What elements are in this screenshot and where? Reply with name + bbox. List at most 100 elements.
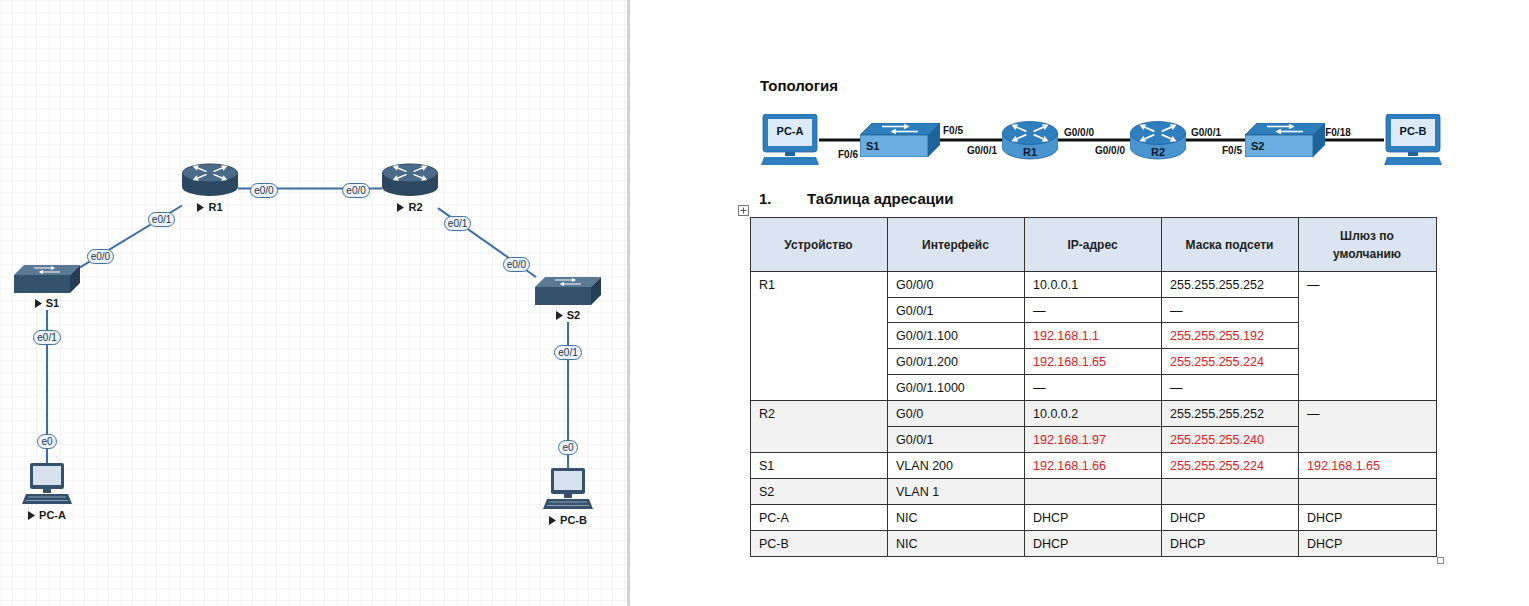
eve-pc-icon: [22, 463, 72, 505]
table-cell-slot: 255.255.255.192: [1170, 326, 1264, 344]
iface-pill: e0/0: [503, 257, 530, 272]
table-header-slot: Маска подсети: [1174, 235, 1286, 253]
node-caption: R2: [382, 200, 438, 214]
table-cell-slot: 255.255.255.252: [1170, 404, 1264, 422]
table-cell-slot: DHCP: [1170, 508, 1205, 526]
table-cell-box: [1162, 349, 1299, 375]
table-cell-box: [1299, 218, 1437, 272]
table-cell: —: [1307, 407, 1320, 421]
iface-pill: e0: [558, 440, 577, 455]
pc-monitor: [551, 468, 585, 494]
table-cell-slot: G0/0/1: [896, 430, 934, 448]
eve-switch-node: S1: [14, 265, 80, 310]
eve-router-icon: [382, 163, 438, 197]
table-cell: PC-A: [759, 511, 789, 525]
table-cell-box: [1025, 427, 1162, 453]
table-cell-slot: —: [1033, 301, 1046, 319]
eve-router-icon: [182, 163, 238, 197]
table-header: Шлюз по умолчанию: [1333, 229, 1401, 261]
table-cell-slot: 255.255.255.240: [1170, 430, 1264, 448]
table-cell: 255.255.255.192: [1170, 329, 1264, 343]
pc-screen: [1391, 119, 1435, 146]
pt-router-node: R2: [1130, 120, 1186, 160]
iface-pill: e0: [37, 434, 56, 449]
eve-switch-icon: [14, 265, 80, 293]
table-cell-slot: 255.255.255.252: [1170, 275, 1264, 293]
table-cell-slot: VLAN 1: [896, 482, 939, 500]
pt-pc-icon: [1384, 114, 1442, 166]
table-cell: VLAN 1: [896, 485, 939, 499]
topology-cable: [940, 139, 1002, 142]
iface-pill: e0/1: [444, 216, 471, 231]
table-cell-slot: DHCP: [1170, 534, 1205, 552]
table-cell-box: [1025, 505, 1162, 531]
link-wire: [80, 206, 182, 268]
table-cell-slot: R2: [759, 404, 775, 422]
table-cell: 255.255.255.252: [1170, 407, 1264, 421]
eve-switch-icon: [535, 277, 601, 305]
table-cell-box: [1299, 401, 1437, 453]
iface-pill: e0/1: [33, 330, 60, 345]
device-name: S1: [46, 296, 59, 310]
switch-arrows: [34, 267, 60, 274]
iface-pill: e0/1: [148, 212, 175, 227]
router-top: [1131, 122, 1186, 145]
switch-front: [14, 275, 70, 293]
iface-pill-slot: e0/0: [342, 180, 369, 198]
table-cell: G0/0/1.100: [896, 329, 958, 343]
router-top: [383, 164, 438, 182]
device-name: R2: [408, 200, 422, 214]
device-name: S2: [1251, 140, 1264, 152]
switch-arrows: [1267, 125, 1303, 134]
table-header: Маска подсети: [1186, 238, 1274, 252]
table-cell-box: [1162, 531, 1299, 557]
table-cell-slot: 192.168.1.97: [1033, 430, 1106, 448]
table-cell-slot: —: [1307, 404, 1320, 422]
switch-top: [535, 277, 601, 287]
table-cell-slot: DHCP: [1307, 534, 1342, 552]
table-cell: —: [1307, 278, 1320, 292]
table-cell: R2: [759, 407, 775, 421]
table-cell-box: [888, 401, 1025, 427]
pc-monitor: [1386, 114, 1440, 152]
port-label-slot: G0/0/1: [967, 140, 997, 158]
node-caption: PC-A: [761, 125, 819, 138]
table-cell-box: [1025, 323, 1162, 349]
port-label: G0/0/0: [1095, 145, 1125, 156]
table-cell-slot: G0/0/1: [896, 301, 934, 319]
table-cell: 255.255.255.252: [1170, 278, 1264, 292]
table-cell: —: [1033, 381, 1046, 395]
eve-router-node: R1: [182, 163, 238, 214]
table-cell: G0/0/1.1000: [896, 381, 965, 395]
table-cell-box: [1162, 375, 1299, 401]
table-cell: DHCP: [1033, 537, 1068, 551]
table-header: IP-адрес: [1067, 238, 1117, 252]
table-cell: NIC: [896, 537, 918, 551]
iface-pill: e0/0: [87, 249, 114, 264]
iface-pill-slot: e0/1: [554, 342, 581, 360]
switch-side: [928, 123, 940, 157]
table-cell-box: [1162, 298, 1299, 323]
table-cell-box: [1162, 505, 1299, 531]
table-cell-box: [1162, 272, 1299, 298]
table-cell-box: [1162, 218, 1299, 272]
table-cell: —: [1170, 381, 1183, 395]
table-cell-slot: —: [1033, 378, 1046, 396]
table-cell-slot: DHCP: [1307, 508, 1342, 526]
table-cell-slot: G0/0/1.200: [896, 352, 958, 370]
table-cell-box: [1025, 401, 1162, 427]
table-resize-handle: [1438, 558, 1444, 564]
table-cell: 192.168.1.97: [1033, 433, 1106, 447]
arrow-glyph: [394, 166, 426, 180]
expand-triangle: [35, 299, 42, 308]
port-label-slot: F0/18: [1325, 122, 1351, 140]
table-cell-box: [751, 401, 888, 453]
device-name: PC-A: [777, 125, 804, 137]
pt-switch-node: S2: [1245, 123, 1325, 157]
table-cell-slot: G0/0: [896, 404, 923, 422]
port-label: F0/5: [943, 125, 963, 136]
table-move-handle: [739, 206, 749, 216]
table-cell-box: [888, 272, 1025, 298]
iface-pill-slot: e0/1: [33, 327, 60, 345]
switch-top: [860, 123, 940, 135]
